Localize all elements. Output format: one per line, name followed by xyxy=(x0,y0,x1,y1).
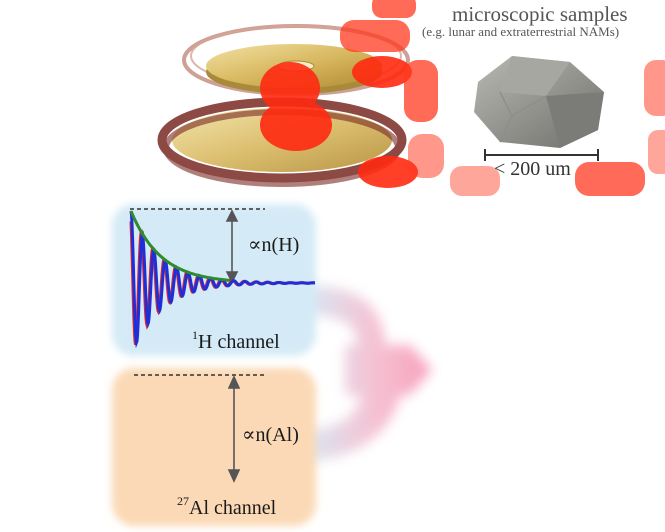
highlight-overlay xyxy=(260,56,418,188)
al-channel-box xyxy=(112,368,316,526)
scale-bar-icon xyxy=(484,149,599,161)
h-amplitude-arrow xyxy=(225,209,239,284)
al-amplitude-arrow xyxy=(227,375,241,483)
samples-frame xyxy=(340,0,665,196)
samples-subtitle: (e.g. lunar and extraterrestrial NAMs) xyxy=(422,24,620,39)
merge-arrow-icon xyxy=(300,285,432,462)
al-proportional-label: ∝n(Al) xyxy=(242,424,299,446)
fid-signal xyxy=(129,210,315,349)
al-mass-number: 27 xyxy=(177,494,189,508)
h-channel-label: 1H channel xyxy=(192,328,280,354)
al-channel-text: Al channel xyxy=(189,497,277,519)
scale-label: < 200 um xyxy=(494,158,571,180)
fid-envelope-curve xyxy=(129,210,230,282)
h-proportional-label: ∝n(H) xyxy=(248,234,300,256)
al-channel-label: 27Al channel xyxy=(177,494,276,520)
rock-sample-icon xyxy=(474,56,604,148)
samples-title: microscopic samples xyxy=(452,2,628,26)
h-channel-text: H channel xyxy=(198,331,280,353)
h-mass-number: 1 xyxy=(192,328,198,342)
